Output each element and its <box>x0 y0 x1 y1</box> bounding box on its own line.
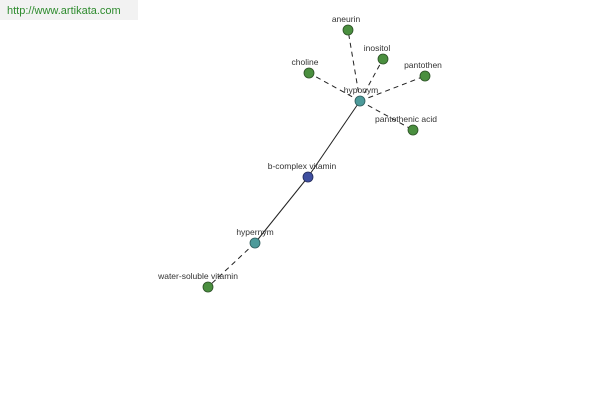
node-hypernym[interactable]: hypernym <box>236 227 274 249</box>
edge-hyponym-aneurin <box>347 29 361 102</box>
node-label: hypernym <box>236 227 273 237</box>
edge-hypernym-water-soluble-vitamin <box>207 242 256 288</box>
edge-hyponym-inositol <box>359 58 384 102</box>
node-label: choline <box>292 57 319 67</box>
edge-hyponym-pantothen <box>359 75 426 102</box>
node-pantothen[interactable]: pantothen <box>404 60 442 82</box>
edge-hyponym-pantothenic-acid <box>359 100 414 131</box>
node-label: b-complex vitamin <box>268 161 337 171</box>
edge-center-hypernym <box>254 176 309 244</box>
node-water-soluble-vitamin[interactable]: water-soluble vitamin <box>157 271 238 293</box>
node-label: inositol <box>364 43 391 53</box>
node-label: water-soluble vitamin <box>157 271 238 281</box>
site-watermark[interactable]: http://www.artikata.com <box>0 0 138 20</box>
node-label: pantothenic acid <box>375 114 437 124</box>
edge-center-hyponym <box>307 100 361 178</box>
node-choline[interactable]: choline <box>292 57 319 79</box>
node-label: hyponym <box>344 85 379 95</box>
node-label: aneurin <box>332 14 361 24</box>
node-hyponym[interactable]: hyponym <box>344 85 379 107</box>
edges <box>207 29 426 288</box>
node-pantothenic-acid[interactable]: pantothenic acid <box>375 114 437 136</box>
node-inositol[interactable]: inositol <box>364 43 391 65</box>
nodes: aneurin inositol choline pantothen panto… <box>157 14 442 293</box>
node-aneurin[interactable]: aneurin <box>332 14 361 36</box>
node-label: pantothen <box>404 60 442 70</box>
edge-hyponym-choline <box>308 72 361 102</box>
node-b-complex-vitamin[interactable]: b-complex vitamin <box>268 161 337 183</box>
